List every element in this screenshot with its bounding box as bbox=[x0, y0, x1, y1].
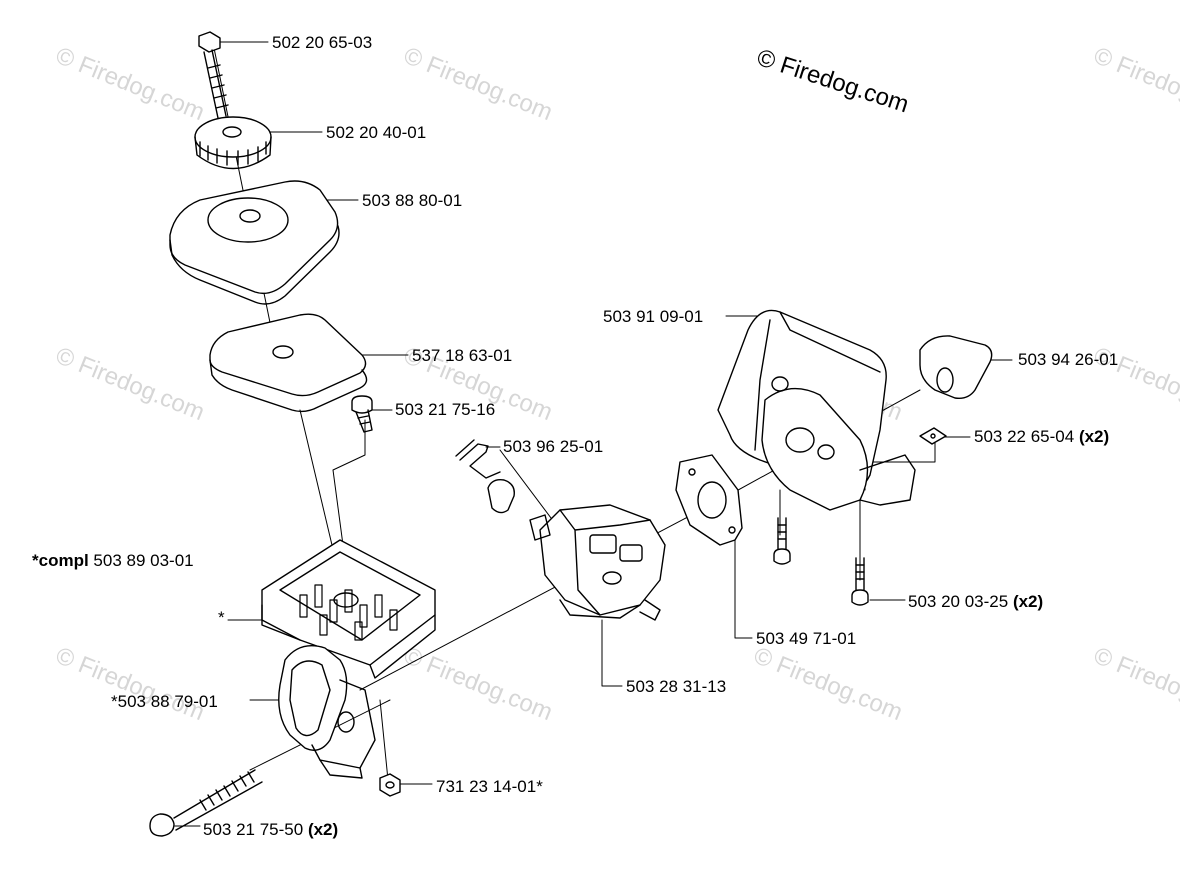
part-number: 503 89 03-01 bbox=[93, 551, 194, 570]
gasket-drawing bbox=[675, 454, 743, 546]
filter-housing-drawing bbox=[261, 539, 436, 679]
filter-foam-drawing bbox=[209, 313, 368, 413]
part-label-intake-boot[interactable]: *503 88 79-01 bbox=[111, 692, 218, 712]
part-number: *503 88 79-01 bbox=[111, 692, 218, 711]
part-number: 731 23 14-01* bbox=[436, 777, 543, 796]
part-number: 503 88 80-01 bbox=[362, 191, 463, 210]
part-number: 503 91 09-01 bbox=[603, 307, 704, 326]
part-quantity: (x2) bbox=[307, 820, 339, 839]
carburetor-drawing bbox=[529, 504, 666, 621]
part-label-clip[interactable]: 503 22 65-04 (x2) bbox=[974, 427, 1109, 447]
intake-boot-drawing bbox=[278, 645, 376, 779]
nut-drawing bbox=[379, 773, 401, 797]
part-label-filter-foam[interactable]: 537 18 63-01 bbox=[412, 346, 512, 366]
knob-drawing bbox=[194, 116, 272, 170]
part-label-bolt-top[interactable]: 502 20 65-03 bbox=[272, 33, 372, 53]
part-number: 502 20 40-01 bbox=[326, 123, 427, 142]
sleeve-drawing bbox=[919, 335, 993, 400]
part-number: 503 22 65-04 bbox=[974, 427, 1075, 446]
part-label-screw-housing[interactable]: 503 20 03-25 (x2) bbox=[908, 592, 1043, 612]
part-number: 502 20 65-03 bbox=[272, 33, 373, 52]
part-number: 503 28 31-13 bbox=[626, 677, 727, 696]
part-number: 503 94 26-01 bbox=[1018, 350, 1119, 369]
part-label-knob[interactable]: 502 20 40-01 bbox=[326, 123, 426, 143]
part-number: 503 49 71-01 bbox=[756, 629, 857, 648]
part-number: 503 21 75-16 bbox=[395, 400, 496, 419]
housing-drawing bbox=[717, 309, 916, 511]
link-rod-drawing bbox=[455, 439, 515, 514]
part-label-star[interactable]: * bbox=[218, 608, 225, 628]
part-label-nut[interactable]: 731 23 14-01* bbox=[436, 777, 543, 797]
part-label-housing[interactable]: 503 91 09-01 bbox=[603, 307, 703, 327]
part-number: 503 21 75-50 bbox=[203, 820, 304, 839]
part-number: * bbox=[218, 608, 225, 627]
part-label-sleeve[interactable]: 503 94 26-01 bbox=[1018, 350, 1118, 370]
long-bolt-drawing bbox=[149, 769, 263, 837]
part-label-gasket[interactable]: 503 49 71-01 bbox=[756, 629, 856, 649]
part-quantity: (x2) bbox=[1012, 592, 1044, 611]
part-label-compl[interactable]: *compl 503 89 03-01 bbox=[32, 551, 194, 571]
part-number: 503 20 03-25 bbox=[908, 592, 1009, 611]
bolt-top-drawing bbox=[198, 31, 229, 119]
part-label-carburetor[interactable]: 503 28 31-13 bbox=[626, 677, 726, 697]
housing-screw-drawing bbox=[773, 517, 869, 606]
part-label-filter-cover[interactable]: 503 88 80-01 bbox=[362, 191, 462, 211]
part-number: 537 18 63-01 bbox=[412, 346, 513, 365]
part-quantity: (x2) bbox=[1078, 427, 1110, 446]
part-number: 503 96 25-01 bbox=[503, 437, 604, 456]
part-label-link-rod[interactable]: 503 96 25-01 bbox=[503, 437, 603, 457]
screw-small-drawing bbox=[351, 395, 373, 433]
clip-drawing bbox=[919, 427, 947, 445]
part-prefix: *compl bbox=[32, 551, 89, 570]
part-label-screw-small[interactable]: 503 21 75-16 bbox=[395, 400, 495, 420]
filter-cover-drawing bbox=[169, 180, 340, 305]
part-label-long-bolt[interactable]: 503 21 75-50 (x2) bbox=[203, 820, 338, 840]
